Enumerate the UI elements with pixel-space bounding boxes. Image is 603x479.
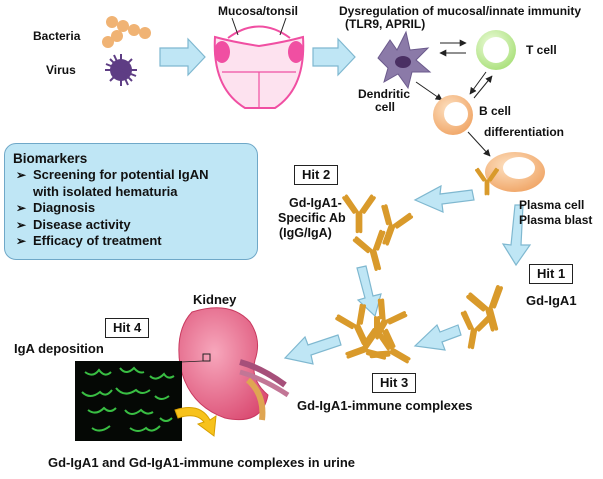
arrow-plasma-to-gd-iga1 [501,204,532,267]
bullet-arrow-icon: ➢ [16,217,27,232]
arrow-specific-ab-to-complexes [356,265,382,318]
biomarkers-title: Biomarkers [13,151,88,166]
hit4-badge: Hit 4 [105,318,150,338]
specific-ab-label-line1: Gd-IgA1- [289,196,342,210]
urine-label: Gd-IgA1 and Gd-IgA1-immune complexes in … [48,455,355,470]
biomarker-item: ➢Disease activity [16,216,131,232]
bacteria-label: Bacteria [33,29,81,43]
t-cell-icon [476,30,516,70]
biomarkers-box: Biomarkers ➢Screening for potential IgAN… [4,143,258,260]
virus-icon [105,54,137,86]
immune-complexes-label: Gd-IgA1-immune complexes [297,398,473,413]
iga-deposition-micrograph [75,361,182,441]
dendritic-label-line2: cell [375,100,396,114]
t-b-cell-exchange-arrows [469,71,493,99]
urine-curved-arrow [174,407,217,437]
dendritic-label-line1: Dendritic [358,87,411,101]
arrow-gd-iga1-to-complexes [413,323,462,351]
plasma-cell-icon [475,152,545,196]
hit1-badge: Hit 1 [529,264,574,284]
hit3-badge: Hit 3 [372,373,417,393]
dysregulation-label-line2: (TLR9, APRIL) [345,17,426,31]
bullet-arrow-icon: ➢ [16,201,27,215]
b-cell-label: B cell [479,104,512,118]
arrow-differentiation [467,131,491,157]
t-cell-label: T cell [526,43,557,57]
mucosa-label: Mucosa/tonsil [218,4,299,18]
virus-label: Virus [46,63,76,77]
bullet-arrow-icon: ➢ [16,234,27,248]
biomarker-item-continuation: with isolated hematuria [33,183,178,199]
biomarkers-list: ➢Screening for potential IgAN with isola… [13,167,249,250]
biomarker-item: ➢Efficacy of treatment [16,233,162,248]
kidney-label: Kidney [193,292,237,307]
arrow-complexes-to-kidney [283,334,342,365]
gd-iga1-antibodies-icon [455,284,513,352]
plasma-blast-label: Plasma blast [519,213,593,227]
dc-t-cell-exchange-arrows [439,39,467,57]
specific-antibodies-icon [342,194,414,275]
specific-ab-label-line3: (IgG/IgA) [279,226,332,240]
arrow-pathogen-to-mucosa [159,37,206,77]
dysregulation-label-line1: Dysregulation of mucosal/innate immunity [339,4,582,18]
gd-iga1-label: Gd-IgA1 [526,293,577,308]
hit2-badge: Hit 2 [294,165,339,185]
arrow-dc-to-b-cell [415,81,443,101]
bullet-arrow-icon: ➢ [16,168,27,182]
mucosa-tonsil-icon [213,17,305,109]
specific-ab-label-line2: Specific Ab [278,211,346,225]
kidney-icon [178,307,290,421]
dendritic-cell-icon [377,30,432,90]
differentiation-label: differentiation [484,125,564,139]
biomarker-item: ➢Screening for potential IgAN [16,167,209,182]
biomarker-item: ➢Diagnosis [16,200,96,215]
iga-deposition-label: IgA deposition [14,341,104,356]
b-cell-icon [433,95,473,135]
arrow-mucosa-to-immunity [312,37,356,77]
arrow-plasma-to-specific-ab [413,184,475,213]
bacteria-icon [102,16,151,48]
plasma-cell-label: Plasma cell [519,198,585,212]
